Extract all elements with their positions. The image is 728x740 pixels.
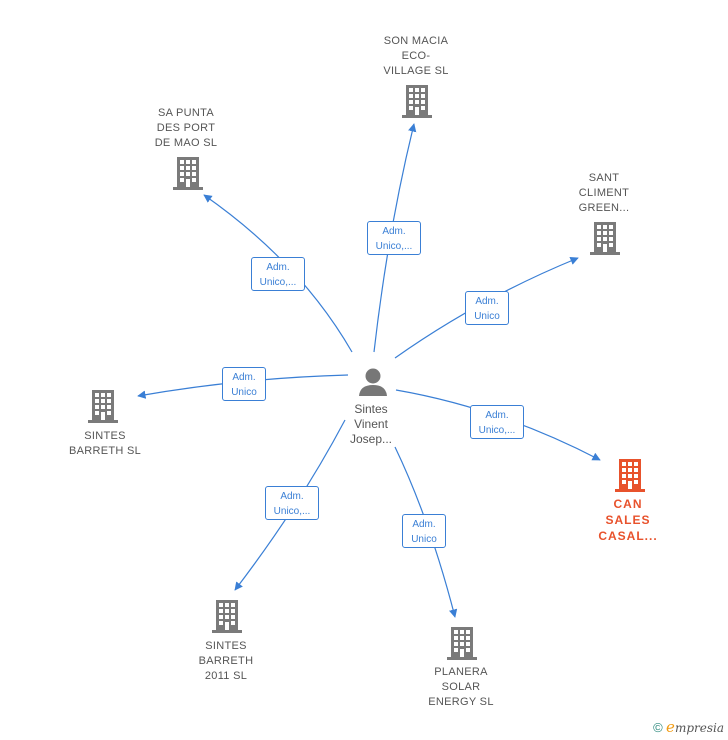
copyright-icon: ©	[653, 720, 663, 735]
edge-label-planera-solar[interactable]: Adm. Unico	[402, 514, 446, 548]
company-label-can-sales[interactable]: CAN SALES CASAL...	[598, 497, 658, 543]
building-icon[interactable]	[402, 85, 432, 118]
person-icon[interactable]	[359, 368, 387, 397]
company-label-sant-climent[interactable]: SANT CLIMENT GREEN...	[578, 172, 630, 214]
company-label-sintes-barreth[interactable]: SINTES BARRETH SL	[68, 430, 142, 457]
brand-initial: e	[666, 718, 675, 736]
company-label-son-macia[interactable]: SON MACIA ECO- VILLAGE SL	[383, 35, 449, 77]
building-icon[interactable]	[615, 459, 645, 492]
building-icon[interactable]	[590, 222, 620, 255]
company-label-planera-solar[interactable]: PLANERA SOLAR ENERGY SL	[428, 666, 494, 708]
building-icon[interactable]	[447, 627, 477, 660]
building-icon[interactable]	[173, 157, 203, 190]
brand-name: mpresia	[674, 721, 724, 735]
company-label-sintes-barreth-2011[interactable]: SINTES BARRETH 2011 SL	[198, 640, 254, 682]
empresia-watermark: © empresia	[653, 718, 724, 736]
edge-label-son-macia[interactable]: Adm. Unico,...	[367, 221, 421, 255]
company-label-sa-punta[interactable]: SA PUNTA DES PORT DE MAO SL	[154, 107, 218, 149]
building-icon[interactable]	[212, 600, 242, 633]
edge-label-sa-punta[interactable]: Adm. Unico,...	[251, 257, 305, 291]
edge-label-can-sales[interactable]: Adm. Unico,...	[470, 405, 524, 439]
edge-label-sant-climent[interactable]: Adm. Unico	[465, 291, 509, 325]
edge-label-sintes-barreth[interactable]: Adm. Unico	[222, 367, 266, 401]
edge-label-sintes-barreth-2011[interactable]: Adm. Unico,...	[265, 486, 319, 520]
person-label[interactable]: Sintes Vinent Josep...	[349, 402, 393, 446]
building-icon[interactable]	[88, 390, 118, 423]
